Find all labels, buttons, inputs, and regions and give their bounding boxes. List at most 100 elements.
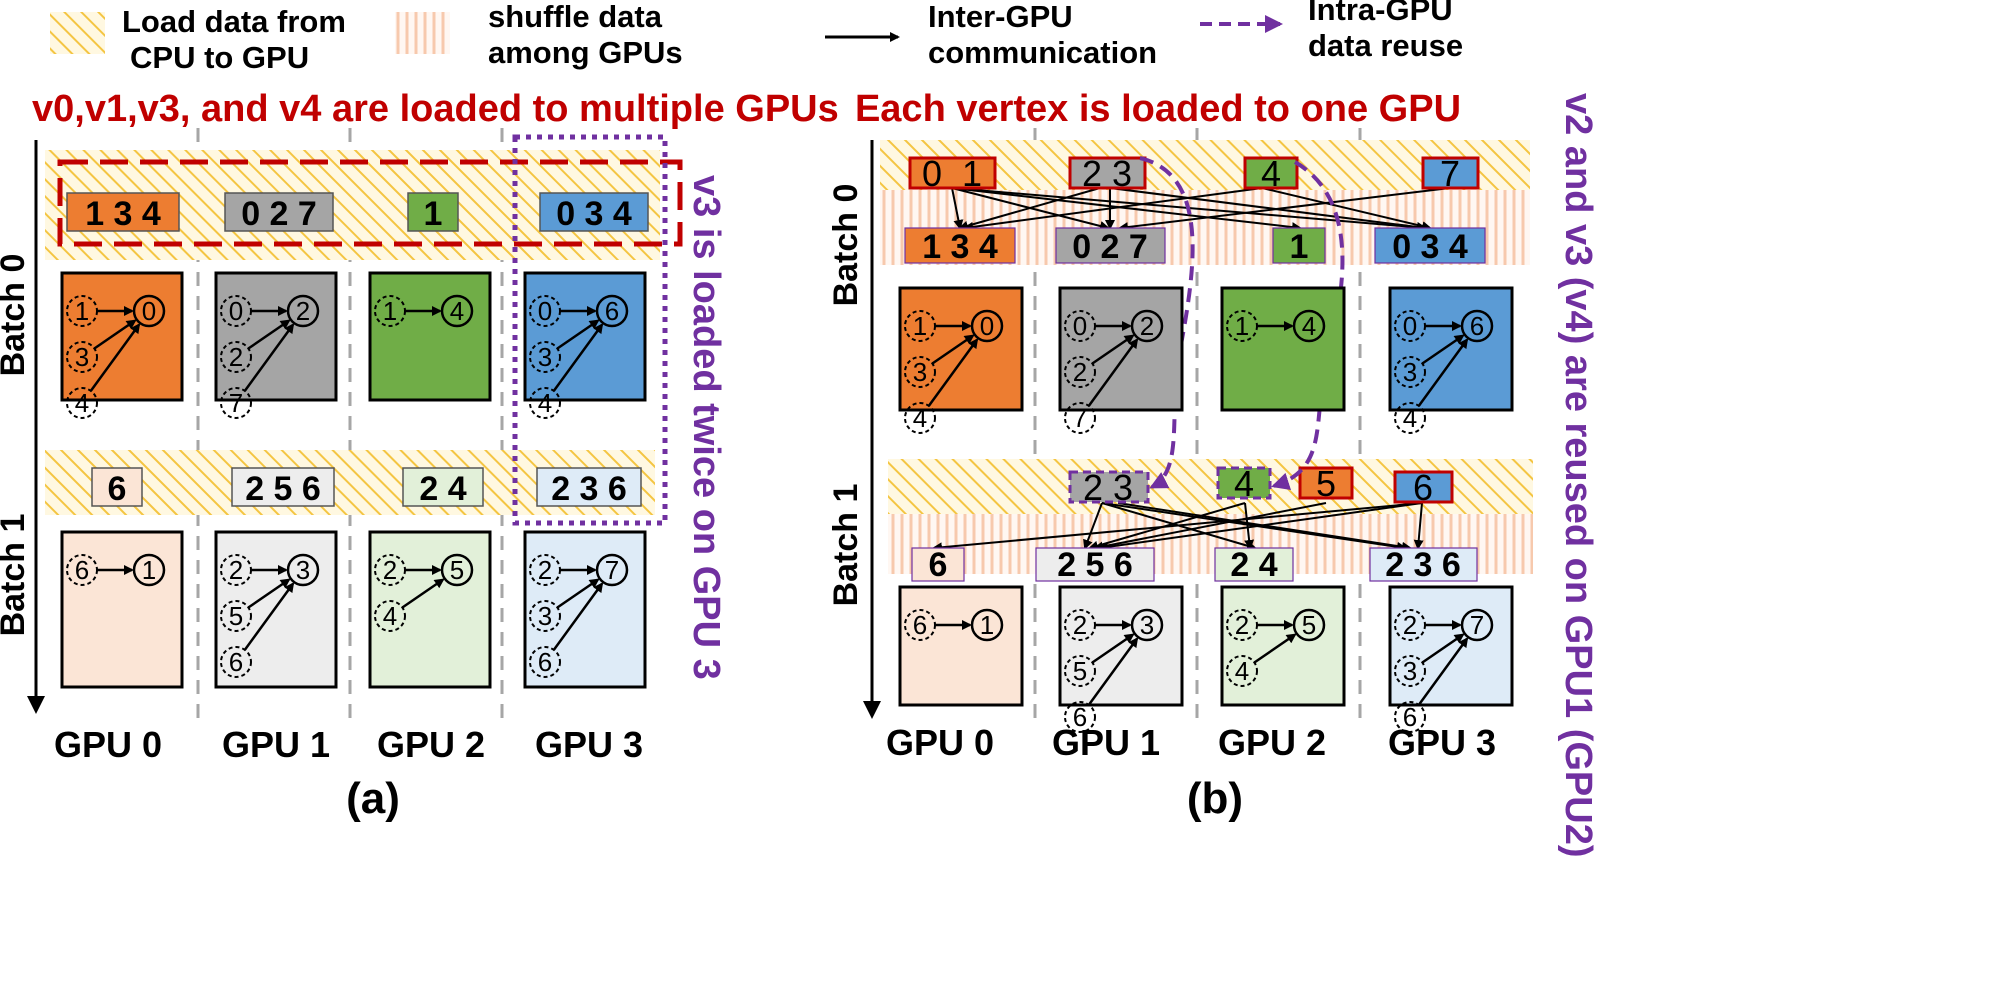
b-b0-target-node-gpu1: [1130, 309, 1164, 343]
a-b1-src-node-label-gpu2-1: 4: [383, 601, 397, 631]
chip-b-b0-gpu0-text: 1 3 4: [922, 228, 998, 266]
b-b1-src-node-label-gpu0-0: 6: [913, 610, 927, 640]
chip-b-b1-gpu1: [1035, 547, 1155, 582]
b-b0-src-node-label-gpu3-1: 3: [1403, 357, 1417, 387]
chip-a-b1-gpu3: [536, 467, 642, 507]
panel-b-batch1-source-chips: 2 3 4 5 6: [1068, 463, 1454, 508]
a-b0-edge-gpu1-1: [247, 319, 291, 350]
b-b1-target-node-gpu0: [970, 608, 1004, 642]
a-b0-src-node-gpu0-0: [66, 295, 98, 327]
src-b0-gpu0: [908, 156, 997, 190]
a-b1-src-node-gpu2-0: [374, 554, 406, 586]
chip-b-b1-gpu0: [911, 547, 965, 582]
b-b0-edge-gpu3-1: [1421, 334, 1465, 365]
src-b1-gpu2-reuse-text: 4: [1234, 463, 1254, 504]
chip-b-b1-gpu3: [1369, 547, 1478, 582]
src-b0-gpu0-text: 0 1: [922, 153, 982, 194]
a-b1-target-node-gpu0: [132, 553, 166, 587]
a-b0-target-node-gpu1: [286, 294, 320, 328]
a-b0-target-node-gpu3: [595, 294, 629, 328]
chip-a-b0-gpu3-text: 0 3 4: [556, 195, 632, 233]
a-b1-src-node-gpu3-0: [529, 554, 561, 586]
panel-a-caption: (a): [346, 774, 400, 823]
a-b1-src-node-label-gpu3-1: 3: [538, 601, 552, 631]
panel-a-side-note: v3 is loaded twice on GPU 3: [685, 175, 727, 680]
src-b0-gpu2-text: 4: [1261, 153, 1281, 194]
b-b1-graph-gpu2: 245: [1220, 585, 1346, 707]
chip-a-b0-gpu3: [539, 192, 649, 232]
b-b1-src-node-label-gpu1-1: 5: [1073, 656, 1087, 686]
panel-a-gpu0-label: GPU 0: [54, 724, 162, 765]
a-b0-src-node-label-gpu0-1: 3: [75, 342, 89, 372]
a-b1-src-node-label-gpu0-0: 6: [75, 555, 89, 585]
a-b1-src-node-gpu3-2: [529, 646, 561, 678]
b-b0-src-node-label-gpu0-1: 3: [913, 357, 927, 387]
chip-b-b0-gpu2: [1272, 227, 1326, 264]
b-b0-graph-box-gpu1: [1058, 286, 1184, 412]
b-b0-src-node-label-gpu0-0: 1: [913, 311, 927, 341]
a-b0-src-node-label-gpu0-2: 4: [75, 388, 89, 418]
b-b0-edge-gpu1-1: [1091, 334, 1135, 365]
b-b1-src-node-gpu1-0: [1064, 609, 1096, 641]
src-b0-gpu3: [1421, 156, 1480, 190]
a-b0-target-node-gpu2: [440, 294, 474, 328]
b-b1-target-node-label-gpu3: 7: [1470, 610, 1484, 640]
src-b0-gpu3-text: 7: [1440, 153, 1460, 194]
panel-a-batch0-chips: 1 3 4 0 2 7 1 0 3 4: [66, 192, 649, 233]
a-b1-graph-box-gpu2: [368, 530, 492, 689]
b-b1-src-node-gpu0-0: [904, 609, 936, 641]
chip-a-b1-gpu1-text: 2 5 6: [245, 470, 321, 508]
src-b0-gpu1-text: 2 3: [1082, 153, 1132, 194]
panel-a-batch1-label: Batch 1: [0, 514, 32, 637]
a-b1-edge-gpu3-2: [552, 582, 604, 651]
a-b1-src-node-gpu1-1: [220, 600, 252, 632]
a-b1-src-node-label-gpu1-1: 5: [229, 601, 243, 631]
a-b1-src-node-gpu3-1: [529, 600, 561, 632]
chip-a-b0-gpu0-text: 1 3 4: [85, 195, 161, 233]
b-b0-src-node-gpu1-2: [1064, 402, 1096, 434]
a-b1-edge-gpu3-1: [556, 578, 600, 609]
src-b1-gpu2-load: [1298, 466, 1354, 500]
b-b1-src-node-gpu2-0: [1226, 609, 1258, 641]
panel-b-gpu0-label: GPU 0: [886, 722, 994, 763]
b-b0-src-node-gpu0-1: [904, 356, 936, 388]
panel-a: v0,v1,v3, and v4 are loaded to multiple …: [0, 88, 839, 823]
chip-b-b1-gpu2-text: 2 4: [1230, 546, 1277, 584]
b-b1-src-node-gpu3-2: [1394, 701, 1426, 733]
a-b1-target-node-gpu1: [286, 553, 320, 587]
b-b0-edge-gpu3-2: [1417, 338, 1469, 407]
a-b0-src-node-label-gpu2-0: 1: [383, 296, 397, 326]
a-b0-graph-box-gpu3: [523, 271, 647, 402]
a-b1-src-node-label-gpu1-2: 6: [229, 647, 243, 677]
b-b1-graph-box-gpu1: [1058, 585, 1184, 707]
b-b1-src-node-gpu2-1: [1226, 655, 1258, 687]
panel-b-batch1-chips: 6 2 5 6 2 4 2 3 6: [911, 546, 1478, 584]
b-b1-src-node-gpu3-0: [1394, 609, 1426, 641]
b-b0-src-node-gpu0-2: [904, 402, 936, 434]
b-b1-src-node-gpu1-1: [1064, 655, 1096, 687]
b-b0-target-node-gpu3: [1460, 309, 1494, 343]
a-b1-edge-gpu1-2: [243, 582, 295, 651]
panel-a-duplicate-load-box: [57, 159, 683, 247]
b-b0-src-node-gpu3-1: [1394, 356, 1426, 388]
a-b0-edge-gpu1-2: [243, 323, 295, 392]
b-b0-src-node-gpu1-1: [1064, 356, 1096, 388]
panel-b-gpu2-label: GPU 2: [1218, 722, 1326, 763]
b-b0-src-node-label-gpu2-0: 1: [1235, 311, 1249, 341]
b-b0-src-node-label-gpu1-2: 7: [1073, 403, 1087, 433]
b-b1-target-node-label-gpu2: 5: [1302, 610, 1316, 640]
src-b1-gpu3-load-text: 6: [1413, 467, 1433, 508]
chip-a-b1-gpu2-text: 2 4: [419, 470, 466, 508]
b-b0-edge-gpu1-2: [1087, 338, 1139, 407]
b-b1-src-node-label-gpu1-2: 6: [1073, 702, 1087, 732]
panel-b-reuse-arrow-v4: [1271, 160, 1345, 490]
panel-a-gpu3-twice-box: [512, 134, 668, 526]
legend-load-swatch: [50, 12, 105, 54]
